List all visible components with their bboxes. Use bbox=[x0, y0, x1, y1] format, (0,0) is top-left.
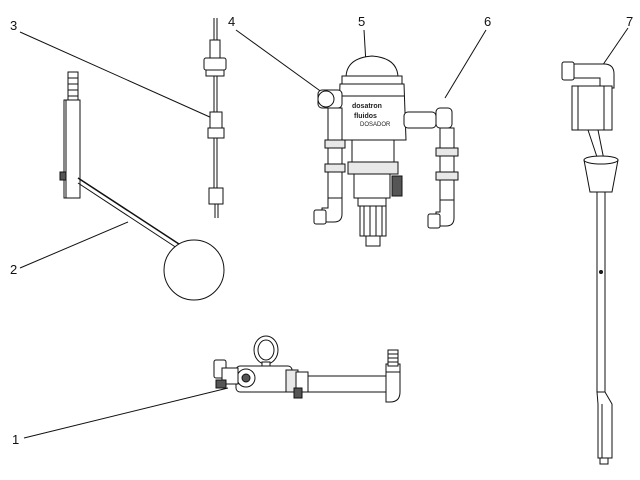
callout-6: 6 bbox=[484, 14, 491, 29]
part-inlet-manifold bbox=[213, 335, 401, 403]
callout-7: 7 bbox=[626, 14, 633, 29]
callout-labels: 1 2 3 4 5 6 7 bbox=[10, 14, 633, 447]
callout-2: 2 bbox=[10, 262, 17, 277]
callout-1: 1 bbox=[12, 432, 19, 447]
part-dosing-pump: dosatron fluidos DOSADOR bbox=[313, 55, 459, 247]
part-float-valve bbox=[59, 71, 225, 301]
leader-line-3 bbox=[19, 31, 213, 119]
part-suction-tube bbox=[561, 61, 619, 465]
float-ball bbox=[163, 239, 225, 301]
brand-text-1: dosatron bbox=[352, 103, 382, 110]
leader-line-4 bbox=[235, 29, 331, 99]
leader-line-1 bbox=[23, 387, 229, 439]
callout-4: 4 bbox=[228, 14, 235, 29]
callout-5: 5 bbox=[358, 14, 365, 29]
brand-text-2: fluidos bbox=[354, 113, 377, 120]
callout-3: 3 bbox=[10, 18, 17, 33]
leader-line-2 bbox=[19, 221, 129, 269]
leader-lines bbox=[19, 27, 629, 439]
part-float-rod bbox=[203, 18, 227, 218]
leader-line-6 bbox=[444, 29, 487, 99]
brand-text-3: DOSADOR bbox=[360, 122, 391, 128]
